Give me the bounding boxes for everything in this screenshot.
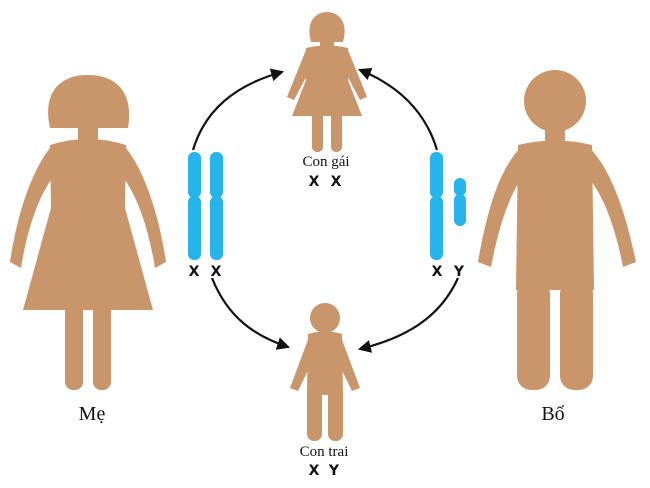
son-figure — [290, 303, 360, 441]
daughter-label: Con gái — [302, 154, 349, 170]
mother-chromosome-x1 — [188, 152, 201, 198]
arrow-father-to-son — [357, 277, 460, 353]
mother-chromosome-x2 — [210, 152, 223, 198]
father-chromosome-x — [430, 152, 443, 198]
son-chrom-label-1: X — [309, 463, 320, 479]
mother-chromosomes — [188, 152, 223, 260]
son-chrom-label-2: Y — [328, 463, 340, 479]
daughter-figure — [287, 12, 367, 152]
inheritance-arrows — [191, 68, 460, 353]
mother-chrom-label-1: X — [189, 264, 200, 280]
mother-chrom-label-2: X — [211, 264, 222, 280]
father-label: Bố — [541, 403, 564, 425]
mother-figure — [10, 75, 166, 390]
father-chromosome-y — [454, 178, 466, 196]
father-figure — [478, 70, 636, 390]
daughter-chrom-label-1: X — [309, 174, 320, 190]
son-label: Con trai — [300, 444, 349, 460]
father-chromosomes — [430, 152, 466, 260]
arrow-mother-to-daughter — [191, 68, 285, 151]
arrow-mother-to-son — [210, 277, 291, 350]
daughter-chrom-label-2: X — [331, 174, 342, 190]
father-chrom-label-2: Y — [453, 264, 465, 280]
arrow-father-to-daughter — [357, 68, 439, 151]
father-chrom-label-1: X — [432, 264, 443, 280]
mother-label: Mẹ — [79, 403, 106, 425]
